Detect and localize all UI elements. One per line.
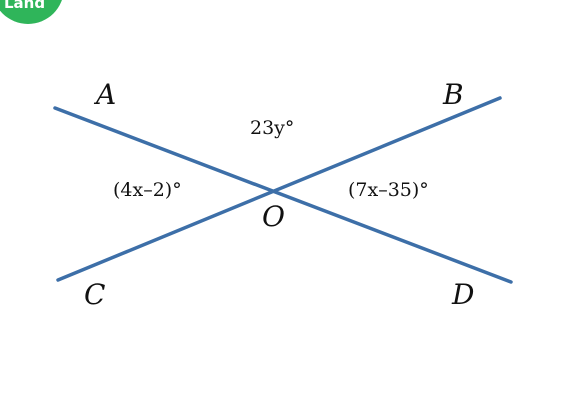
line-c-b xyxy=(56,96,502,282)
point-label-a: A xyxy=(93,78,116,111)
angle-label-left: (4x–2)° xyxy=(113,179,182,201)
point-label-b: B xyxy=(442,78,464,111)
point-label-o: O xyxy=(262,200,285,233)
angle-label-right: (7x–35)° xyxy=(348,179,429,201)
logo-text: Land xyxy=(4,0,45,12)
logo-circle-icon xyxy=(0,0,62,24)
brand-logo: Land xyxy=(0,0,62,24)
angle-label-top: 23y° xyxy=(250,117,294,139)
point-label-c: C xyxy=(84,278,105,311)
point-label-d: D xyxy=(451,278,474,311)
line-a-d xyxy=(53,106,513,284)
